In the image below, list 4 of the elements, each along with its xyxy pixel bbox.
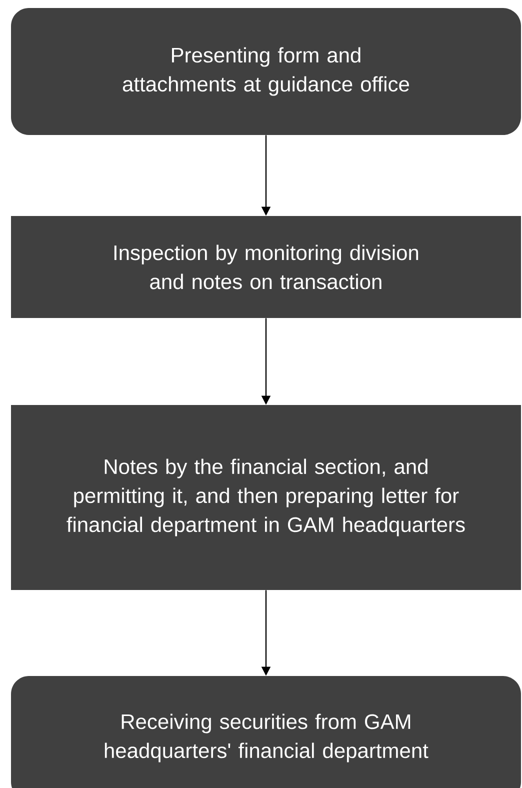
- rounded-process-box: Receiving securities from GAM headquarters' financial department: [11, 676, 521, 788]
- rounded-process-box: Presenting form and attachments at guidance office: [11, 8, 521, 135]
- process-box: Inspection by monitoring division and notes on transaction: [11, 216, 521, 318]
- process-box: Notes by the financial section, and permitting it, and then preparing letter for financial department in GAM headquarters: [11, 405, 521, 590]
